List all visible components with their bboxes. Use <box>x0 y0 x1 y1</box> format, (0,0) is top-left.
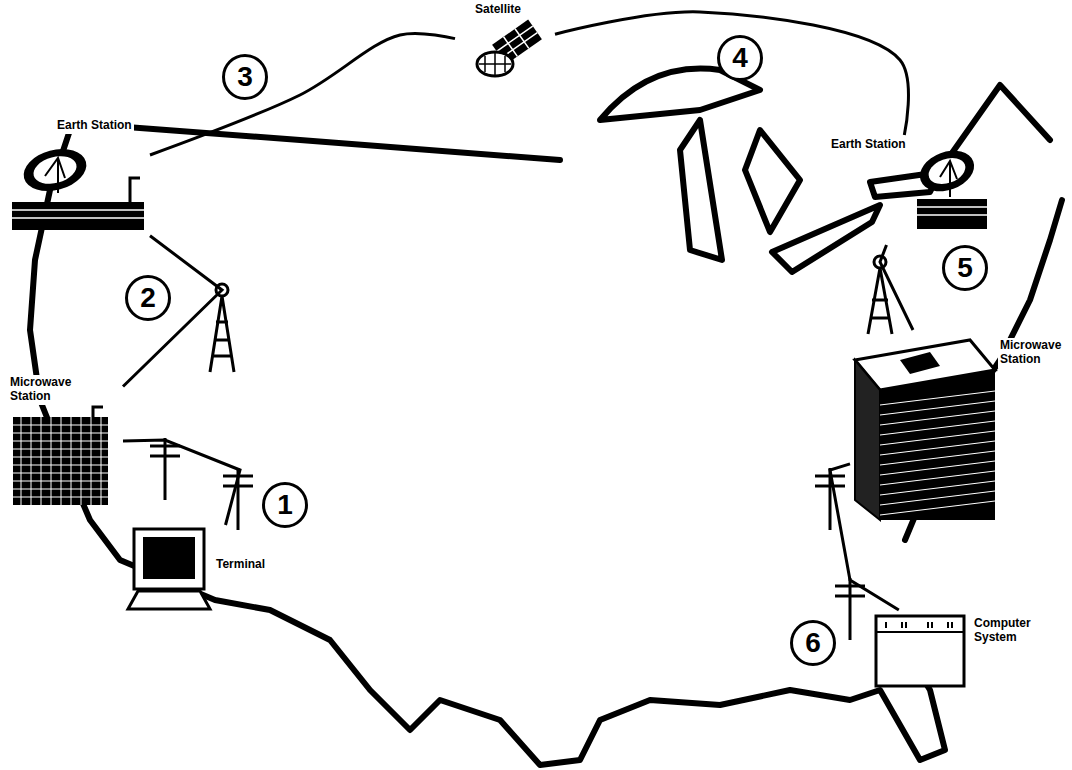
signal-link <box>123 236 222 387</box>
computer-system: Computer System <box>872 610 1064 695</box>
signal-link <box>150 33 455 155</box>
callout-number: 2 <box>125 275 171 321</box>
node-label: Microwave Station <box>998 338 1070 368</box>
telephone-pole <box>150 438 180 500</box>
callout-number: 4 <box>717 35 763 81</box>
node-label: Computer System <box>972 616 1056 646</box>
earth-station-icon <box>10 118 150 248</box>
signal-link <box>123 440 240 525</box>
microwave-station: Microwave Station <box>8 375 123 510</box>
callout-number: 6 <box>790 620 836 666</box>
earth-station: Earth Station <box>10 118 150 248</box>
satellite: Satellite <box>455 2 555 82</box>
node-label: Terminal <box>214 557 267 573</box>
node-label: Earth Station <box>55 118 134 134</box>
great-lake <box>772 205 880 272</box>
great-lake <box>680 120 722 260</box>
terminal: Terminal <box>128 525 298 620</box>
map-outline <box>30 130 945 765</box>
great-lake <box>745 130 800 232</box>
node-label: Satellite <box>473 2 523 18</box>
terminal-icon <box>128 525 298 620</box>
earth-station: Earth Station <box>825 135 990 245</box>
signal-link <box>880 245 913 330</box>
signal-link <box>555 12 908 135</box>
microwave-station: Microwave Station <box>850 330 1072 530</box>
node-label: Earth Station <box>829 137 908 153</box>
microwave-tower <box>868 256 892 334</box>
map-outline <box>100 125 560 160</box>
callout-number: 1 <box>262 482 308 528</box>
callout-number: 3 <box>222 54 268 100</box>
callout-number: 5 <box>942 245 988 291</box>
node-label: Microwave Station <box>8 375 90 405</box>
